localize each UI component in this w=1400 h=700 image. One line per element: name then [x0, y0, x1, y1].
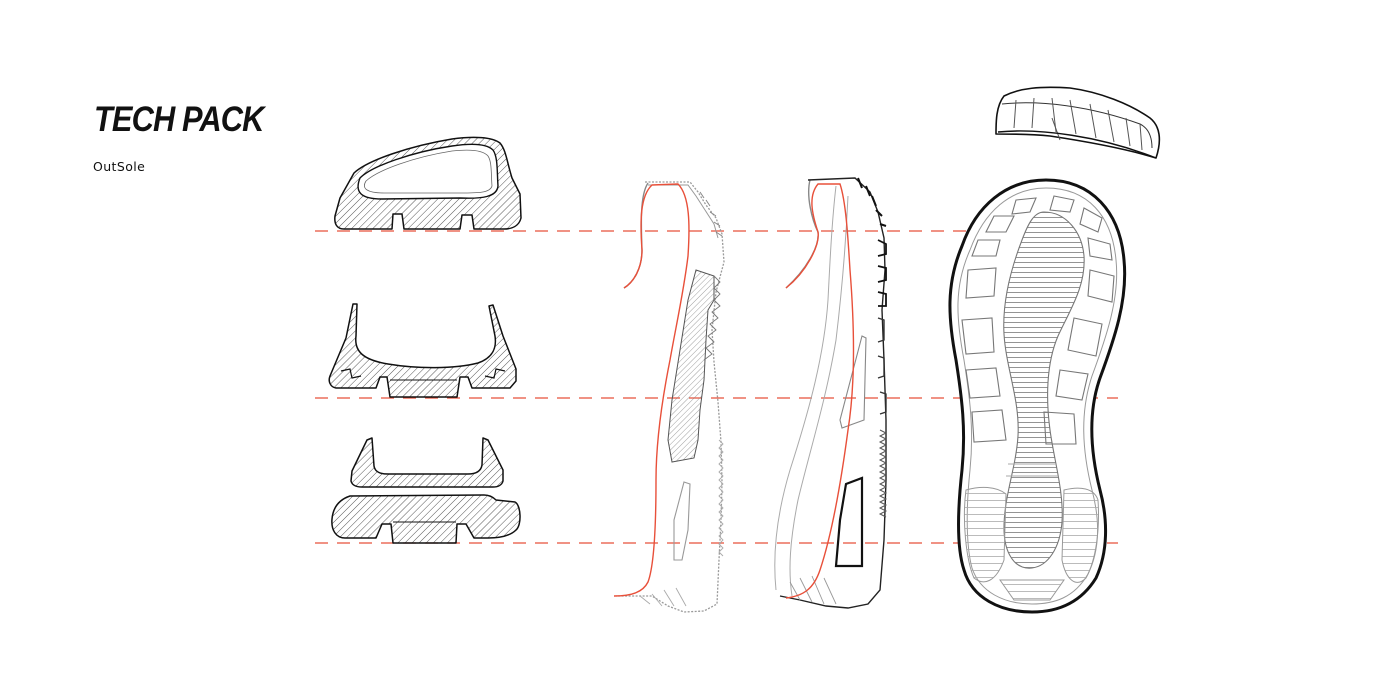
heel-perspective-view [995, 86, 1161, 159]
bottom-outsole-view [948, 178, 1127, 614]
cross-section-forefoot [334, 136, 522, 230]
lateral-side-profile [774, 177, 888, 609]
cross-section-heel-base [331, 494, 521, 544]
cross-section-midfoot [328, 303, 517, 398]
page-title: TECH PACK [94, 100, 264, 139]
medial-side-profile [613, 181, 725, 613]
cross-section-heel-upper [350, 437, 504, 488]
page-subtitle: OutSole [93, 159, 146, 174]
